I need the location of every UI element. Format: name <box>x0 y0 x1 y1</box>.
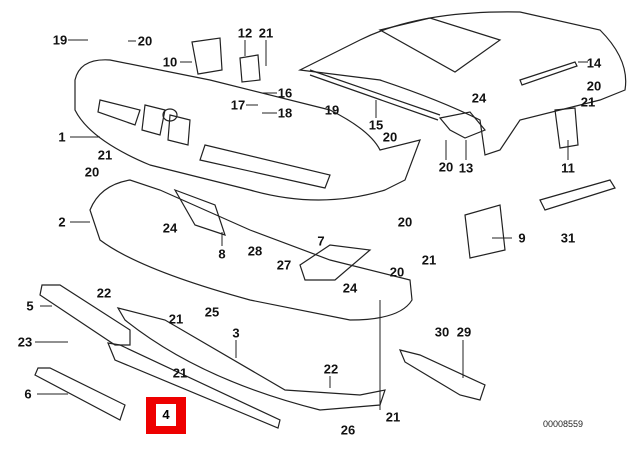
part-label: 21 <box>385 409 401 425</box>
part-label: 20 <box>438 159 454 175</box>
hood-panel <box>378 17 502 73</box>
trim-strip-15 <box>309 69 441 121</box>
part-label: 28 <box>247 243 263 259</box>
spoiler-3 <box>116 307 386 411</box>
bracket-12 <box>239 54 261 83</box>
highlighted-part-label: 4 <box>156 404 176 426</box>
part-label: 10 <box>162 54 178 70</box>
part-label: 7 <box>317 233 325 249</box>
part-label: 23 <box>17 334 33 350</box>
part-label: 12 <box>237 25 253 41</box>
part-label: 20 <box>389 264 405 280</box>
bracket-10 <box>191 37 223 75</box>
part-label: 20 <box>397 214 413 230</box>
car-body-outline <box>297 11 627 156</box>
part-label: 8 <box>218 246 226 262</box>
part-label: 21 <box>168 311 184 327</box>
part-label: 24 <box>162 220 178 236</box>
part-label: 24 <box>342 280 358 296</box>
part-label: 24 <box>471 90 487 106</box>
bracket-9 <box>464 204 506 259</box>
part-label: 16 <box>277 85 293 101</box>
part-label: 14 <box>586 55 602 71</box>
part-label: 13 <box>458 160 474 176</box>
part-label: 27 <box>276 257 292 273</box>
part-label: 21 <box>258 25 274 41</box>
part-label: 21 <box>97 147 113 163</box>
part-label: 5 <box>26 298 34 314</box>
part-label: 11 <box>561 160 575 176</box>
part-label: 26 <box>340 422 356 438</box>
part-label: 21 <box>580 94 596 110</box>
part-label: 19 <box>52 32 68 48</box>
part-label: 9 <box>518 230 526 246</box>
part-label: 17 <box>230 97 246 113</box>
highlighted-part-callout[interactable]: 4 <box>146 397 186 434</box>
part-label: 20 <box>382 129 398 145</box>
bracket-29 <box>398 349 486 401</box>
bumper-cover-1 <box>74 59 421 201</box>
bumper-openings <box>97 99 331 189</box>
bracket-11 <box>554 107 579 149</box>
part-label: 15 <box>368 117 384 133</box>
trim-6 <box>34 367 126 421</box>
part-label: 22 <box>323 361 339 377</box>
diagram-reference-number: 00008559 <box>543 419 584 429</box>
part-label: 20 <box>137 33 153 49</box>
bracket-8 <box>173 188 226 236</box>
duct-7 <box>299 244 372 281</box>
part-label: 22 <box>96 285 112 301</box>
trim-5 <box>39 284 131 346</box>
part-label: 20 <box>84 164 100 180</box>
lower-bumper-2 <box>89 179 413 321</box>
emblem <box>162 108 178 122</box>
part-label: 19 <box>324 102 340 118</box>
part-label: 29 <box>456 324 472 340</box>
part-label: 2 <box>58 214 66 230</box>
part-label: 20 <box>586 78 602 94</box>
part-label: 30 <box>434 324 450 340</box>
strip-31 <box>539 179 616 211</box>
part-label: 18 <box>277 105 293 121</box>
part-label: 1 <box>58 129 66 145</box>
part-label: 6 <box>24 386 32 402</box>
part-label: 31 <box>560 230 576 246</box>
part-label: 21 <box>172 365 188 381</box>
part-label: 21 <box>421 252 437 268</box>
part-label: 3 <box>232 325 240 341</box>
bracket-13 <box>438 111 486 139</box>
trim-strip-14 <box>519 61 578 86</box>
part-label: 25 <box>204 304 220 320</box>
strip-4 <box>107 342 281 429</box>
